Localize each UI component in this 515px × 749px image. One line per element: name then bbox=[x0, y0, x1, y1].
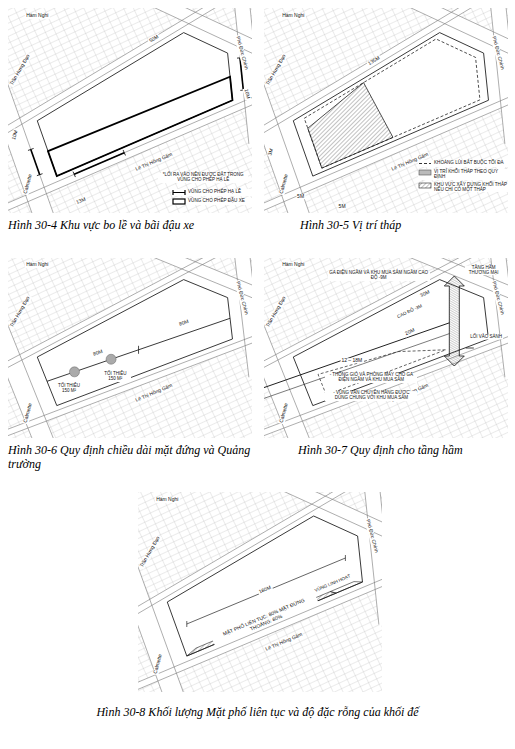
legend-swatch bbox=[172, 198, 186, 205]
street-edge bbox=[264, 270, 508, 438]
street-edge bbox=[138, 553, 179, 692]
street-edge bbox=[8, 8, 252, 205]
street-edge bbox=[248, 8, 252, 151]
street-edge bbox=[8, 8, 252, 213]
street-edge bbox=[264, 70, 305, 213]
entrance-arrow bbox=[466, 348, 474, 349]
street-name: Hàm Nghi bbox=[25, 262, 49, 268]
street-edge bbox=[264, 8, 508, 205]
dimension-label: 5M bbox=[296, 194, 305, 200]
legend-text: VÙNG CHO PHÉP HẠ LỀ bbox=[188, 189, 241, 194]
concourse-arrow bbox=[444, 276, 464, 366]
map-panel bbox=[264, 258, 508, 438]
figure-caption: Hình 30-7 Quy định cho tầng hầm bbox=[298, 443, 508, 457]
street-edge bbox=[264, 32, 508, 213]
legend-swatch bbox=[172, 189, 186, 196]
plaza-circle bbox=[106, 354, 116, 364]
legend-swatch bbox=[418, 169, 432, 176]
legend-text: VÙNG CHO PHÉP ĐẬU XE bbox=[188, 198, 245, 203]
street-edge bbox=[264, 258, 508, 438]
tower-zone bbox=[308, 83, 393, 169]
note: - THÔNG GIÓ VÀ PHÒNG MÁY CHO GA ĐIỆN NGẦ… bbox=[325, 373, 417, 383]
street-edge bbox=[8, 279, 252, 438]
street-edge bbox=[490, 258, 504, 377]
legend-swatch bbox=[418, 160, 432, 167]
street-name: Hàm Nghi bbox=[155, 497, 179, 503]
figure-caption: Hình 30-8 Khối lượng Mặt phố liên tục và… bbox=[0, 705, 515, 719]
dimension-label: 12 – 18M bbox=[340, 358, 363, 364]
curb-cut-tick bbox=[37, 174, 43, 176]
map-panel bbox=[138, 492, 382, 692]
street-edge bbox=[138, 515, 382, 692]
street-edge bbox=[138, 492, 382, 684]
street-edge bbox=[264, 8, 508, 213]
street-edge bbox=[264, 279, 508, 438]
legend-item: VÙNG CHO PHÉP ĐẬU XE bbox=[172, 198, 252, 205]
street-edge bbox=[378, 492, 382, 632]
street-edge bbox=[8, 32, 252, 213]
street-name: Hàm Nghi bbox=[25, 13, 49, 19]
street-edge bbox=[8, 258, 252, 431]
site-boundary bbox=[293, 33, 488, 177]
facade-length-line bbox=[47, 318, 230, 381]
street-edge bbox=[264, 21, 508, 213]
legend-text: KHU VỰC XÂY DỰNG KHỐI THÁP NẾU CHỈ CÓ MỘ… bbox=[434, 182, 508, 193]
legend-item: VỊ TRÍ KHỐI THÁP THEO QUY ĐỊNH bbox=[418, 169, 508, 180]
figure-caption: Hình 30-6 Quy định chiều dài mặt đứng và… bbox=[8, 443, 258, 472]
map-panel bbox=[264, 8, 508, 213]
street-edge bbox=[504, 258, 508, 384]
site-boundary bbox=[37, 33, 232, 177]
street-edge bbox=[8, 70, 49, 213]
map-panel bbox=[8, 258, 252, 438]
street-edge bbox=[264, 258, 508, 431]
street-edge bbox=[490, 8, 504, 144]
legend-item: KHU VỰC XÂY DỰNG KHỐI THÁP NẾU CHỈ CÓ MỘ… bbox=[418, 182, 508, 193]
plaza-circle bbox=[69, 367, 79, 377]
curb-cut-zone bbox=[74, 153, 124, 175]
street-edge bbox=[8, 21, 252, 213]
curb-cut-tick bbox=[123, 150, 125, 156]
site-boundary bbox=[37, 280, 232, 406]
legend-item: VÙNG CHO PHÉP HẠ LỀ bbox=[172, 189, 252, 196]
dimension-label: 5M bbox=[338, 204, 347, 210]
street-name: Hàm Nghi bbox=[281, 13, 305, 19]
curb-cut-zone bbox=[31, 149, 40, 174]
street-edge bbox=[8, 270, 252, 438]
parking-zone bbox=[48, 77, 232, 176]
dimension-tick bbox=[186, 621, 187, 627]
street-edge bbox=[364, 492, 378, 625]
street-edge bbox=[138, 505, 382, 692]
underground-link bbox=[264, 323, 449, 388]
area-label: TỐI THIỂU 150 M² bbox=[53, 384, 85, 394]
curb-cut-tick bbox=[28, 148, 34, 150]
street-name: Hàm Nghi bbox=[281, 262, 305, 268]
note: - VÙNG VẬN CHUYỂN HÀNG ĐƯỢC DÙNG CHUNG V… bbox=[325, 391, 417, 401]
street-edge bbox=[248, 258, 252, 384]
map-panel bbox=[8, 8, 252, 213]
figure-caption: Hình 30-5 Vị trí tháp bbox=[300, 218, 500, 232]
note: *LỐI RA VÀO NÊN ĐƯỢC ĐẶT TRONG VÙNG CHO … bbox=[158, 173, 248, 183]
curb-cut-tick bbox=[73, 172, 75, 178]
legend-swatch bbox=[418, 182, 432, 189]
street-edge bbox=[234, 258, 248, 377]
figure-caption: Hình 30-4 Khu vực bo lề và bãi đậu xe bbox=[8, 218, 258, 232]
legend-text: VỊ TRÍ KHỐI THÁP THEO QUY ĐỊNH bbox=[434, 169, 508, 180]
street-edge bbox=[8, 313, 49, 438]
note: TẦNG HẦM THƯƠNG MẠI bbox=[465, 266, 503, 276]
legend-text: KHOẢNG LÙI BẮT BUỘC TỐI ĐA bbox=[434, 160, 504, 165]
note: LỐI VÀO SẢNH bbox=[469, 335, 503, 340]
setback-line bbox=[304, 39, 480, 168]
street-edge bbox=[504, 8, 508, 151]
continuous-frontage bbox=[187, 592, 336, 656]
note: GA ĐIỆN NGẦM VÀ KHU MUA SẮM NGẦM CAO ĐỘ … bbox=[328, 271, 430, 281]
dimension-tick bbox=[138, 346, 139, 354]
street-edge bbox=[234, 8, 248, 144]
legend-item: KHOẢNG LÙI BẮT BUỘC TỐI ĐA bbox=[418, 160, 508, 167]
street-edge bbox=[138, 492, 382, 692]
street-edge bbox=[8, 258, 252, 438]
site-boundary bbox=[167, 516, 362, 656]
dimension-tick bbox=[345, 555, 346, 561]
area-label: TỐI THIỂU 150 M² bbox=[99, 372, 131, 382]
